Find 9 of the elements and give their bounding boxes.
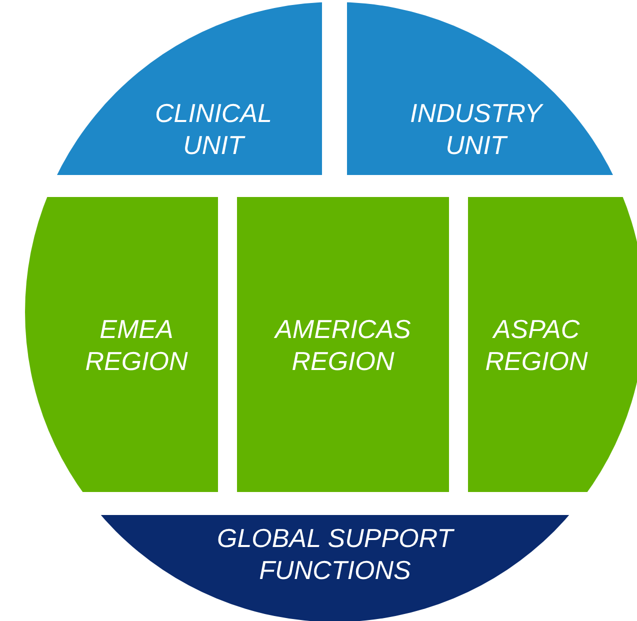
segment-label: AMERICAS REGION (273, 312, 412, 376)
segment (25, 197, 218, 492)
segment-label: CLINICAL UNIT (154, 96, 274, 160)
segment (237, 197, 449, 492)
segment-label: EMEA REGION (84, 312, 189, 376)
segment-label: ASPAC REGION (484, 312, 589, 376)
segment (468, 197, 637, 492)
segment-label: INDUSTRY UNIT (409, 96, 544, 160)
segment-label: GLOBAL SUPPORT FUNCTIONS (216, 522, 456, 586)
